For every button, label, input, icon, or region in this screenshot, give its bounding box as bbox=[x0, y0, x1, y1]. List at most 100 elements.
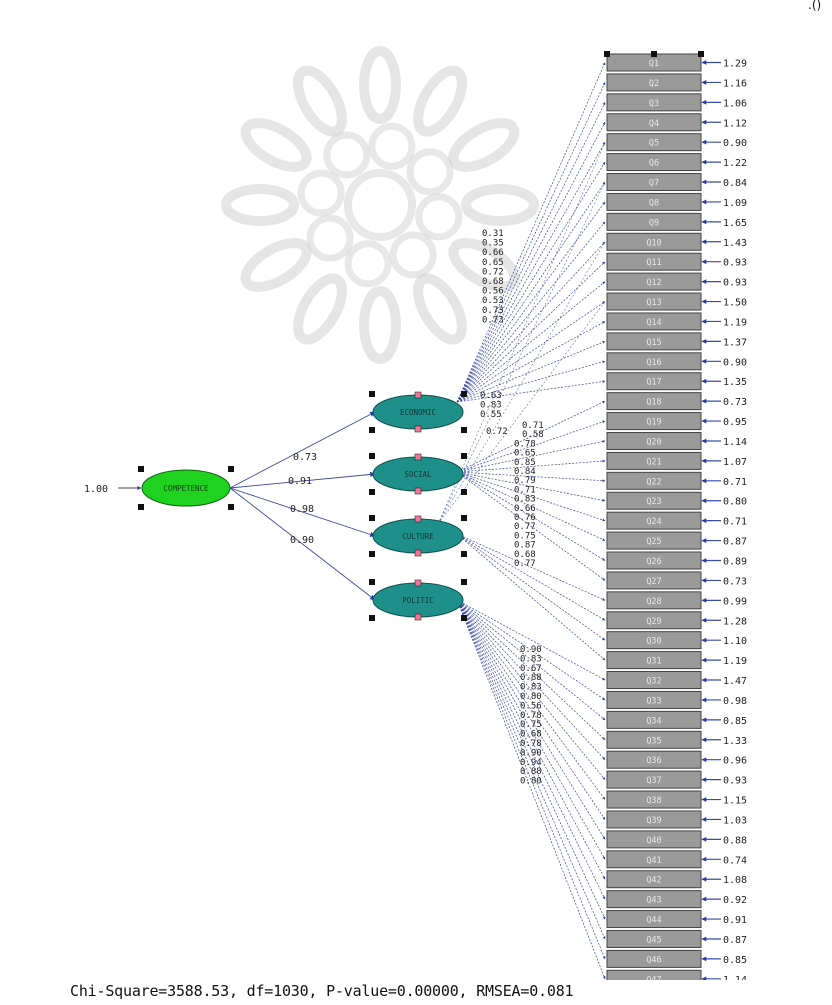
loading-path bbox=[456, 533, 606, 621]
loading-path bbox=[456, 471, 606, 541]
error-variance: 1.22 bbox=[723, 158, 747, 169]
anchor-handle bbox=[414, 487, 422, 495]
item-label: Q34 bbox=[646, 716, 661, 726]
loading-path bbox=[456, 471, 606, 522]
error-variance: 1.33 bbox=[723, 736, 747, 747]
watermark-ring bbox=[323, 131, 371, 179]
item-rect bbox=[606, 770, 702, 789]
loading-path bbox=[456, 599, 606, 760]
loading-path bbox=[437, 142, 606, 525]
item-rect bbox=[606, 949, 702, 968]
loading-label: 0.66 bbox=[482, 248, 504, 258]
item-label: Q25 bbox=[646, 537, 661, 547]
loading-label: 0.66 bbox=[514, 504, 536, 514]
anchor-handle bbox=[414, 613, 422, 621]
loading-label: 0.83 bbox=[514, 495, 536, 505]
loading-path bbox=[456, 122, 606, 403]
structural-path bbox=[229, 411, 376, 489]
loading-label: 0.83 bbox=[480, 401, 502, 411]
selection-handle bbox=[461, 515, 467, 521]
item-rect bbox=[606, 750, 702, 769]
item-label: Q24 bbox=[646, 517, 661, 527]
item-label: Q12 bbox=[646, 278, 661, 288]
item-label: Q11 bbox=[646, 258, 661, 268]
item-label: Q26 bbox=[646, 557, 661, 567]
item-rect bbox=[606, 252, 702, 271]
item-label: Q6 bbox=[649, 159, 659, 169]
error-variance: 1.43 bbox=[723, 238, 747, 249]
item-label: Q46 bbox=[646, 955, 661, 965]
item-rect bbox=[606, 392, 702, 411]
item-label: Q32 bbox=[646, 677, 661, 687]
loading-label: 0.88 bbox=[520, 673, 542, 683]
watermark-ring bbox=[344, 240, 392, 288]
loading-label: 0.71 bbox=[514, 485, 536, 495]
item-label: Q42 bbox=[646, 876, 661, 886]
loading-label: 0.55 bbox=[480, 410, 502, 420]
loading-path bbox=[456, 420, 606, 473]
item-rect bbox=[606, 571, 702, 590]
item-rect bbox=[606, 412, 702, 431]
path-coefficient: 0.90 bbox=[290, 535, 314, 546]
error-variance: 1.19 bbox=[723, 656, 747, 667]
item-rect bbox=[606, 531, 702, 550]
item-rect bbox=[606, 491, 702, 510]
selection-handle bbox=[369, 391, 375, 397]
error-variance: 0.99 bbox=[723, 596, 747, 607]
loading-path bbox=[456, 599, 606, 960]
latent-competence bbox=[141, 469, 231, 507]
selection-handle bbox=[228, 466, 234, 472]
watermark-petal bbox=[359, 46, 401, 124]
selection-handle bbox=[138, 466, 144, 472]
error-variance: 0.91 bbox=[723, 915, 747, 926]
item-label: Q39 bbox=[646, 816, 661, 826]
anchor-handle bbox=[414, 453, 422, 461]
loading-path bbox=[456, 221, 606, 403]
item-rect bbox=[606, 212, 702, 231]
error-variance: 0.93 bbox=[723, 278, 747, 289]
selection-handle bbox=[369, 453, 375, 459]
item-rect bbox=[606, 153, 702, 172]
item-label: Q21 bbox=[646, 457, 661, 467]
loading-path bbox=[456, 181, 606, 403]
item-rect bbox=[606, 611, 702, 630]
item-label: Q18 bbox=[646, 398, 661, 408]
item-label: Q4 bbox=[649, 119, 659, 129]
loading-label: 0.72 bbox=[486, 427, 508, 437]
loading-path bbox=[456, 471, 606, 483]
path-coefficient: 0.98 bbox=[290, 504, 314, 515]
latent-label: SOCIAL bbox=[404, 470, 432, 479]
loading-label: 0.85 bbox=[514, 458, 536, 468]
loading-label: 0.68 bbox=[520, 730, 542, 740]
item-label: Q2 bbox=[649, 79, 659, 89]
item-rect bbox=[606, 790, 702, 809]
item-rect bbox=[606, 332, 702, 351]
item-label: Q31 bbox=[646, 657, 661, 667]
loading-path bbox=[456, 599, 606, 800]
error-variance: 0.92 bbox=[723, 895, 747, 906]
item-rect bbox=[606, 133, 702, 152]
item-label: Q8 bbox=[649, 198, 659, 208]
path-coefficient: 0.73 bbox=[293, 452, 317, 463]
item-label: Q13 bbox=[646, 298, 661, 308]
loading-path bbox=[456, 141, 606, 403]
item-box-q10: Q10 1.43 bbox=[606, 232, 747, 251]
loading-path bbox=[456, 599, 606, 780]
latent-variables: COMPETENCE1.00ECONOMICSOCIALCULTUREPOLIT… bbox=[84, 391, 467, 621]
loading-label: 0.71 bbox=[522, 421, 544, 431]
loading-label: 0.90 bbox=[520, 748, 542, 758]
item-label: Q15 bbox=[646, 338, 661, 348]
loading-path bbox=[437, 181, 606, 525]
item-label: Q10 bbox=[646, 238, 661, 248]
competence-variance: 1.00 bbox=[84, 484, 108, 495]
loading-path bbox=[456, 261, 606, 403]
